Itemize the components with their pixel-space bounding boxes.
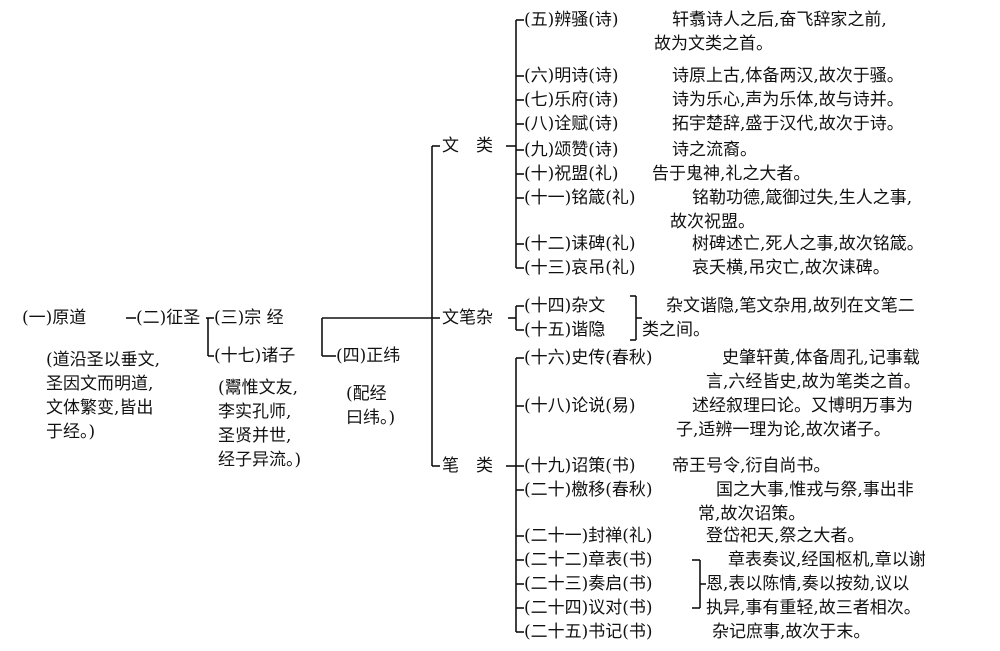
note-zhuzi-line-3: 圣贤并世, [218,426,292,446]
category-bi: 笔 类 [442,456,493,476]
bi-item-label: (二十三)奏启(书) [524,574,653,594]
bi-item-desc: 言,六经皆史,故为笔类之首。 [706,372,921,392]
wen-item-desc: 铭勒功德,箴御过失,生人之事, [692,188,913,208]
wen-item-desc: 诗原上古,体备两汉,故次于骚。 [672,66,904,86]
bi-item-desc: 杂记庶事,故次于末。 [712,622,871,642]
wen-item-desc: 拓宇楚辞,盛于汉代,故次于诗。 [672,114,904,134]
wen-item-desc: 诗之流裔。 [672,140,757,160]
note-yuandao-line-2: 圣因文而明道, [46,374,154,394]
node-zhengwei: (四)正纬 [336,346,401,366]
bi-item-label: (十八)论说(易) [524,396,636,416]
bi-item-desc: 子,适辨一理为论,故次诸子。 [676,420,891,440]
bi-item-desc: 国之大事,惟戎与祭,事出非 [716,480,914,500]
note-yuandao-line-4: 于经。) [46,422,96,442]
node-zhengsheng: (二)征圣 [136,308,201,328]
bi-item-desc: 史肇轩黄,体备周孔,记事载 [722,348,920,368]
wen-item-label: (十三)哀吊(礼) [524,258,636,278]
note-zhuzi-line-1: (鬻惟文友, [218,378,299,398]
node-zhuzi: (十七)诸子 [214,346,296,366]
wen-item-label: (五)辨骚(诗) [524,10,619,30]
wen-item-label: (十)祝盟(礼) [524,164,619,184]
bi-item-label: (二十二)章表(书) [524,550,653,570]
wenbi-item-label: (十五)谐隐 [524,320,606,340]
note-zhuzi-line-4: 经子异流。) [218,450,302,470]
wen-item-label: (八)诠赋(诗) [524,114,619,134]
shu-group-desc: 执异,事有重轻,故三者相次。 [706,598,921,618]
wen-item-label: (六)明诗(诗) [524,66,619,86]
wen-item-desc: 故次祝盟。 [670,212,755,232]
category-wen: 文 类 [442,136,493,156]
wen-item-desc: 诗为乐心,声为乐体,故与诗并。 [672,90,904,110]
wen-item-desc: 树碑述亡,死人之事,故次铭箴。 [692,234,924,254]
wen-item-desc: 告于鬼神,礼之大者。 [652,164,811,184]
note-zhengwei-line-2: 曰纬。) [346,408,396,428]
category-wenbi: 文笔杂 [442,308,493,328]
note-yuandao-line-1: (道沿圣以垂文, [46,350,161,370]
note-zhengwei-line-1: (配经 [346,384,387,404]
bi-item-desc: 常,故次诏策。 [698,504,806,524]
note-yuandao-line-3: 文体繁变,皆出 [46,398,154,418]
wenbi-desc: 杂文谐隐,笔文杂用,故列在文笔二 [666,296,915,316]
wenbi-desc: 类之间。 [642,320,710,340]
wen-item-label: (七)乐府(诗) [524,90,619,110]
bi-item-desc: 登岱祀天,祭之大者。 [706,526,865,546]
wen-item-desc: 轩翥诗人之后,奋飞辞家之前, [672,10,887,30]
note-zhuzi-line-2: 李实孔师, [218,402,292,422]
wen-item-label: (十二)诔碑(礼) [524,234,636,254]
shu-group-desc: 章表奏议,经国枢机,章以谢 [728,550,926,570]
bi-item-label: (二十五)书记(书) [524,622,653,642]
bi-item-label: (十九)诏策(书) [524,456,636,476]
wen-item-label: (十一)铭箴(礼) [524,188,636,208]
wen-item-label: (九)颂赞(诗) [524,140,619,160]
node-yuandao: (一)原道 [22,308,87,328]
bi-item-label: (十六)史传(春秋) [524,348,653,368]
shu-group-desc: 恩,表以陈情,奏以按劾,议以 [706,574,910,594]
bi-item-label: (二十一)封禅(礼) [524,526,653,546]
node-zongjing: (三)宗 经 [214,308,284,328]
wenbi-item-label: (十四)杂文 [524,296,606,316]
bi-item-desc: 述经叙理曰论。又博明万事为 [692,396,913,416]
wen-item-desc: 故为文类之首。 [654,34,773,54]
wen-item-desc: 哀夭横,吊灾亡,故次诔碑。 [692,258,890,278]
bi-item-label: (二十)檄移(春秋) [524,480,653,500]
bi-item-desc: 帝王号令,衍自尚书。 [672,456,831,476]
bi-item-label: (二十四)议对(书) [524,598,653,618]
